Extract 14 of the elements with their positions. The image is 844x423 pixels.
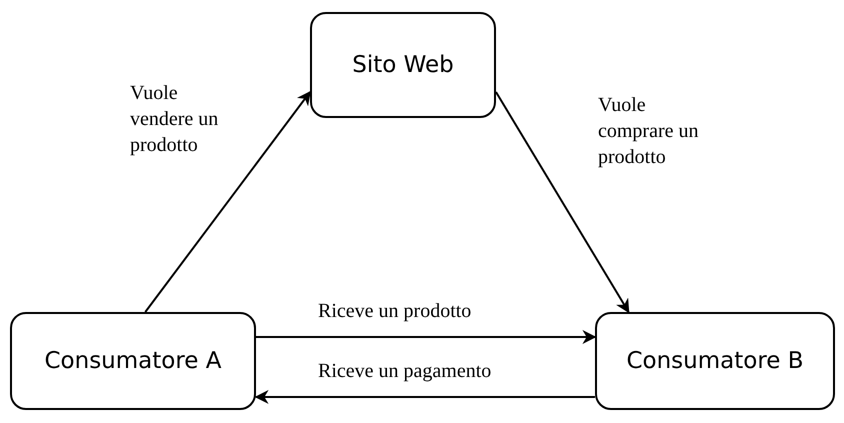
node-label: Sito Web: [352, 52, 454, 78]
arrow: [495, 92, 630, 314]
arrow: [256, 330, 596, 344]
edge-label: Riceve un prodotto: [318, 299, 472, 324]
edge-label: Vuole comprare un prodotto: [598, 93, 700, 170]
node-label: Consumatore B: [626, 348, 804, 374]
arrow: [254, 390, 595, 404]
edge-label: Vuole vendere un prodotto: [130, 81, 220, 158]
edge-label: Riceve un pagamento: [318, 359, 492, 384]
arrow: [144, 90, 311, 313]
node-label: Consumatore A: [44, 348, 222, 374]
rounded-box: [595, 312, 835, 410]
rounded-box: [310, 12, 496, 118]
rounded-box: [10, 312, 256, 410]
